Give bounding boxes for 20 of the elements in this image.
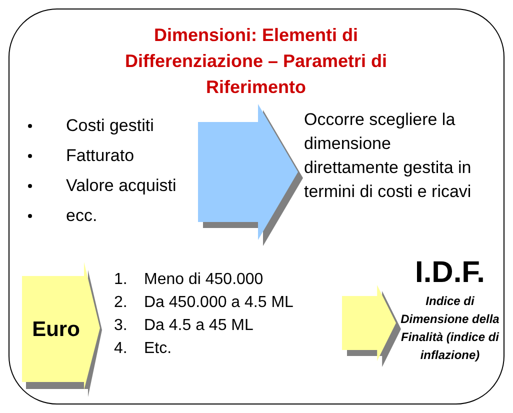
bullet-item: ecc. — [66, 205, 98, 227]
acronym-description: Indice di Dimensione della Finalità (indice di inflazione) — [400, 293, 500, 364]
list-number: 4. — [113, 339, 128, 359]
list-number: 1. — [113, 270, 128, 290]
block-arrow — [342, 285, 401, 367]
block-arrow — [198, 104, 303, 246]
arrow-shape — [20, 262, 102, 397]
shape-label: Euro — [31, 317, 81, 343]
acronym-heading: I.D.F. — [414, 256, 485, 290]
title: Dimensioni: Elementi di Differenziazione – Parametri di Riferimento — [124, 24, 388, 99]
bullet-item: Valore acquisti — [66, 175, 176, 197]
list-item: Meno di 450.000 — [144, 270, 264, 290]
list-number: 3. — [113, 316, 128, 336]
list-item: Da 4.5 a 45 ML — [144, 316, 254, 336]
list-item: Etc. — [144, 339, 172, 359]
list-number: 2. — [113, 293, 128, 313]
bullet-item: Costi gestiti — [66, 115, 154, 137]
list-item: Da 450.000 a 4.5 ML — [144, 293, 294, 313]
bullet-item: Fatturato — [66, 145, 134, 167]
description-text: Occorre scegliere la dimensione direttamente gestita in termini di costi e ricavi — [304, 109, 472, 203]
